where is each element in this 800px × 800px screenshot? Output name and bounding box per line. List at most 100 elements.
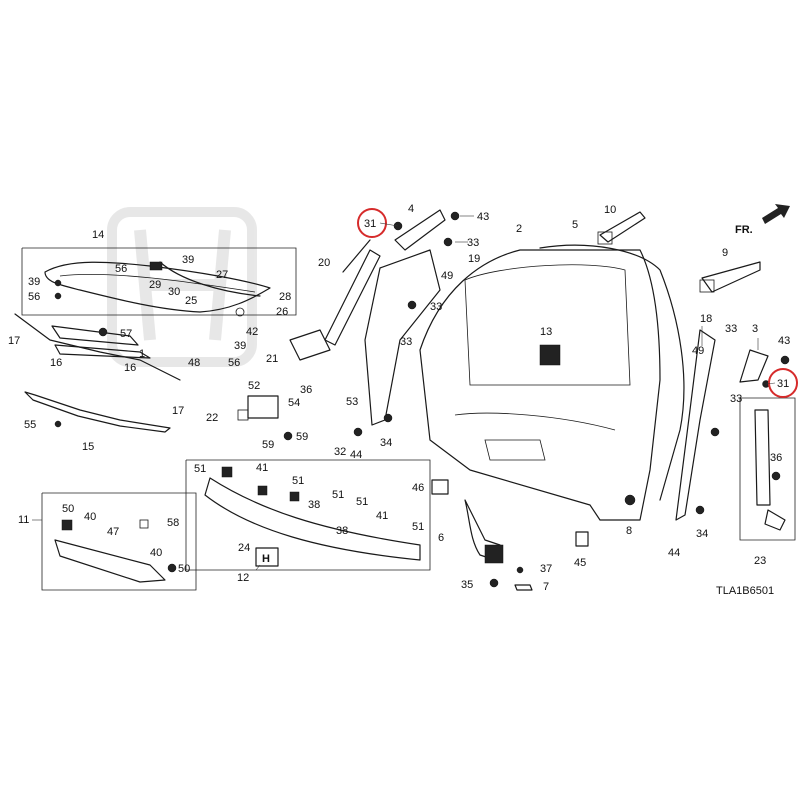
label-2: 2	[516, 223, 522, 235]
label-49a: 49	[441, 270, 453, 282]
label-56a: 56	[115, 263, 127, 275]
label-59a: 59	[296, 431, 308, 443]
stopper-8-icon	[624, 494, 636, 506]
nut-51-icon	[221, 466, 233, 478]
label-51a: 51	[194, 463, 206, 475]
label-33e: 33	[730, 393, 742, 405]
garnish-15	[24, 391, 171, 433]
label-36a: 36	[300, 384, 312, 396]
bolt-36-icon	[771, 471, 781, 481]
label-51d: 51	[356, 496, 368, 508]
upper-garnish-group	[14, 313, 181, 381]
bolt-35-icon	[489, 578, 499, 588]
label-22: 22	[206, 412, 218, 424]
label-42: 42	[246, 326, 258, 338]
side-trim-19-group	[353, 237, 453, 437]
label-33d: 33	[725, 323, 737, 335]
molding-17-left	[14, 313, 181, 381]
front-direction-indicator: FR.	[735, 204, 790, 236]
gas-strut-23	[754, 409, 771, 506]
label-33a: 33	[467, 237, 479, 249]
label-7: 7	[543, 581, 549, 593]
nut-43b-icon	[780, 355, 790, 365]
label-56b: 56	[28, 291, 40, 303]
label-13: 13	[540, 326, 552, 338]
label-59b: 59	[262, 439, 274, 451]
label-31b: 31	[777, 378, 789, 390]
spoiler-cable	[159, 261, 261, 297]
label-39b: 39	[182, 254, 194, 266]
label-29: 29	[149, 279, 161, 291]
tailgate-window-opening	[464, 264, 631, 386]
grommet-42-icon	[235, 307, 245, 317]
label-5: 5	[572, 219, 578, 231]
nut-43-icon	[450, 211, 460, 221]
front-arrow-icon	[762, 204, 790, 224]
highlight-31-left	[357, 208, 387, 238]
clip-44-icon	[353, 427, 363, 437]
label-9: 9	[722, 247, 728, 259]
label-44a: 44	[350, 449, 362, 461]
spoiler-assembly-group	[21, 247, 297, 317]
label-18: 18	[700, 313, 712, 325]
group-box-14	[21, 247, 297, 316]
label-8: 8	[626, 525, 632, 537]
label-33c: 33	[400, 336, 412, 348]
hinge-4	[394, 209, 446, 251]
label-56c: 56	[228, 357, 240, 369]
label-15: 15	[82, 441, 94, 453]
spoiler-edge	[59, 274, 256, 293]
tailgate-crease	[454, 412, 616, 431]
tailgate-panel-group	[419, 249, 661, 521]
latch-motor-6	[484, 544, 504, 564]
tailgate-panel-2	[419, 249, 661, 521]
label-38b: 38	[336, 525, 348, 537]
label-39c: 39	[234, 340, 246, 352]
clip-39-icon	[54, 279, 62, 287]
label-33b: 33	[430, 301, 442, 313]
label-50a: 50	[62, 503, 74, 515]
emblem-24	[255, 547, 279, 567]
label-16a: 16	[50, 357, 62, 369]
clip-33c-icon	[710, 427, 720, 437]
label-14: 14	[92, 229, 104, 241]
side-trim-19	[364, 249, 441, 426]
label-51c: 51	[332, 489, 344, 501]
label-38a: 38	[308, 499, 320, 511]
label-17b: 17	[172, 405, 184, 417]
strut-bracket-23	[764, 509, 786, 531]
license-recess	[484, 439, 546, 461]
label-58: 58	[167, 517, 179, 529]
clip-33b-icon	[407, 300, 417, 310]
label-40b: 40	[150, 547, 162, 559]
strut-20-group	[324, 221, 403, 346]
clip-34-icon	[695, 505, 705, 515]
label-11: 11	[18, 514, 29, 526]
label-39a: 39	[28, 276, 40, 288]
hinge-3	[739, 349, 769, 383]
label-25: 25	[185, 295, 197, 307]
tailgate-garnish-group: H	[185, 459, 431, 571]
nut-59-icon	[283, 431, 293, 441]
label-34b: 34	[696, 528, 708, 540]
clip-34b-icon	[383, 413, 393, 423]
bumper-9-base	[699, 279, 715, 293]
bumper-10-group	[597, 211, 646, 245]
label-51b: 51	[292, 475, 304, 487]
clip-57-icon	[98, 327, 108, 337]
label-6: 6	[438, 532, 444, 544]
clip-56-icon	[149, 261, 163, 271]
label-31a: 31	[364, 218, 376, 230]
label-46: 46	[412, 482, 424, 494]
bracket-22	[237, 409, 249, 421]
label-10: 10	[604, 204, 616, 216]
strut-23-group	[739, 397, 796, 541]
clip-37-icon	[516, 566, 524, 574]
label-20: 20	[318, 257, 330, 269]
label-35: 35	[461, 579, 473, 591]
label-36b: 36	[770, 452, 782, 464]
label-19: 19	[468, 253, 480, 265]
label-32: 32	[334, 446, 346, 458]
